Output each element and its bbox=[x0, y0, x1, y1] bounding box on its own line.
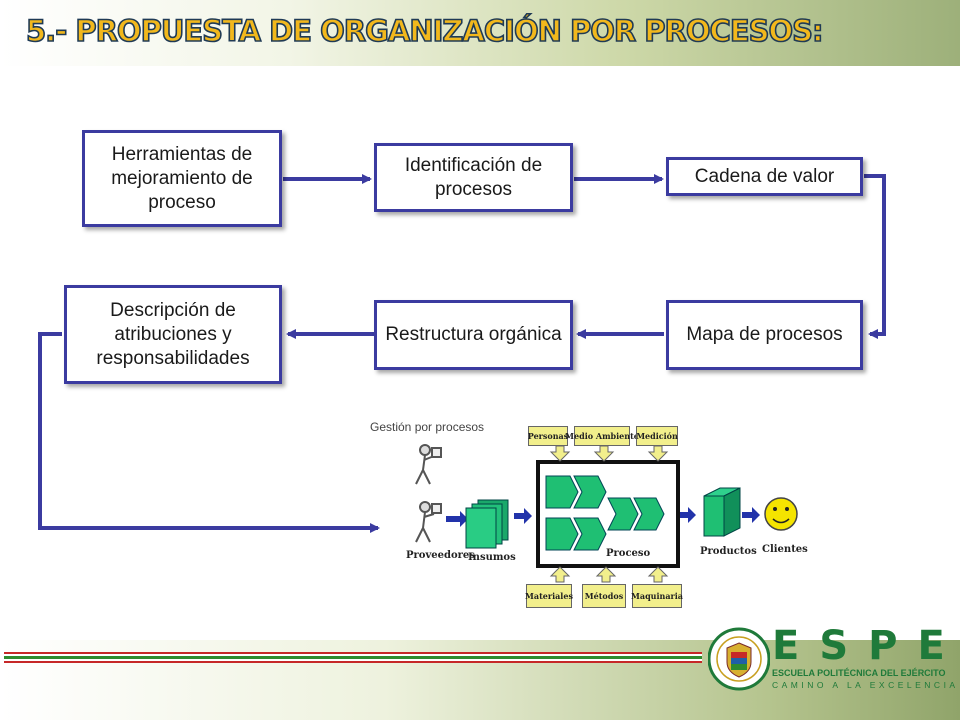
label-proveedores: Proveedores bbox=[406, 550, 475, 561]
box-mapa: Mapa de procesos bbox=[666, 300, 863, 370]
productos-cube bbox=[703, 487, 741, 537]
input-medio-ambiente: Medio Ambiente bbox=[565, 426, 639, 446]
process-caption: Gestión por procesos bbox=[370, 420, 485, 434]
label-proceso: Proceso bbox=[606, 548, 651, 559]
espe-logo: ESPE ESCUELA POLITÉCNICA DEL EJÉRCITO CA… bbox=[706, 624, 955, 694]
espe-seal-icon bbox=[708, 627, 770, 691]
box-identificacion: Identificación de procesos bbox=[374, 143, 573, 212]
label-insumos: Insumos bbox=[468, 552, 516, 563]
label-productos: Productos bbox=[700, 546, 757, 557]
input-maquinaria: Maquinaria bbox=[631, 584, 683, 608]
box-descripcion: Descripción de atribuciones y responsabi… bbox=[64, 285, 282, 384]
slide-title: 5.- PROPUESTA DE ORGANIZACIÓN POR PROCES… bbox=[25, 13, 824, 49]
input-medicion: Medición bbox=[636, 426, 678, 446]
input-personas: Personas bbox=[528, 426, 568, 446]
box-restructura: Restructura orgánica bbox=[374, 300, 573, 370]
box-herramientas: Herramientas de mejoramiento de proceso bbox=[82, 130, 282, 227]
box-cadena: Cadena de valor bbox=[666, 157, 863, 196]
process-drawing bbox=[415, 444, 798, 583]
process-chevrons bbox=[545, 475, 665, 551]
logo-tagline: CAMINO A LA EXCELENCIA bbox=[772, 680, 959, 690]
clientes-smiley-icon bbox=[764, 497, 798, 531]
input-metodos: Métodos bbox=[582, 584, 626, 608]
arrow-cadena-to-mapa bbox=[864, 174, 886, 339]
input-materiales: Materiales bbox=[525, 584, 573, 608]
footer-stripes bbox=[4, 652, 702, 664]
insumos-cubes bbox=[465, 499, 509, 549]
logo-letters: ESPE bbox=[772, 623, 960, 669]
logo-subtitle: ESCUELA POLITÉCNICA DEL EJÉRCITO bbox=[772, 668, 946, 678]
header-band bbox=[0, 0, 960, 66]
process-management-image: Gestión por procesos bbox=[368, 412, 818, 612]
label-clientes: Clientes bbox=[762, 544, 808, 555]
person-icon bbox=[415, 501, 442, 543]
person-icon bbox=[415, 444, 442, 485]
